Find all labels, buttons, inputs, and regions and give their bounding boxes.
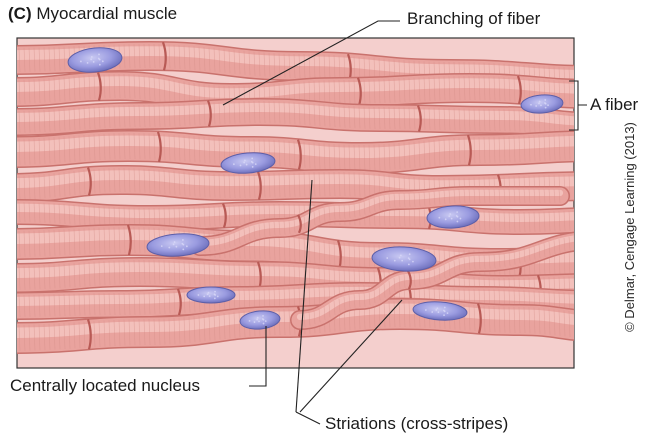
label-branching-of-fiber: Branching of fiber bbox=[407, 9, 540, 29]
copyright-credit: © Delmar, Cengage Learning (2013) bbox=[622, 122, 638, 332]
label-striations: Striations (cross-stripes) bbox=[325, 414, 508, 434]
panel-letter: (C) bbox=[8, 4, 32, 23]
title-text: Myocardial muscle bbox=[36, 4, 177, 23]
label-a-fiber: A fiber bbox=[590, 95, 638, 115]
label-centrally-located-nucleus: Centrally located nucleus bbox=[10, 376, 200, 396]
figure-title: (C) Myocardial muscle bbox=[8, 4, 177, 24]
cell-nucleus bbox=[187, 287, 235, 303]
leader-striations-c bbox=[296, 412, 320, 424]
